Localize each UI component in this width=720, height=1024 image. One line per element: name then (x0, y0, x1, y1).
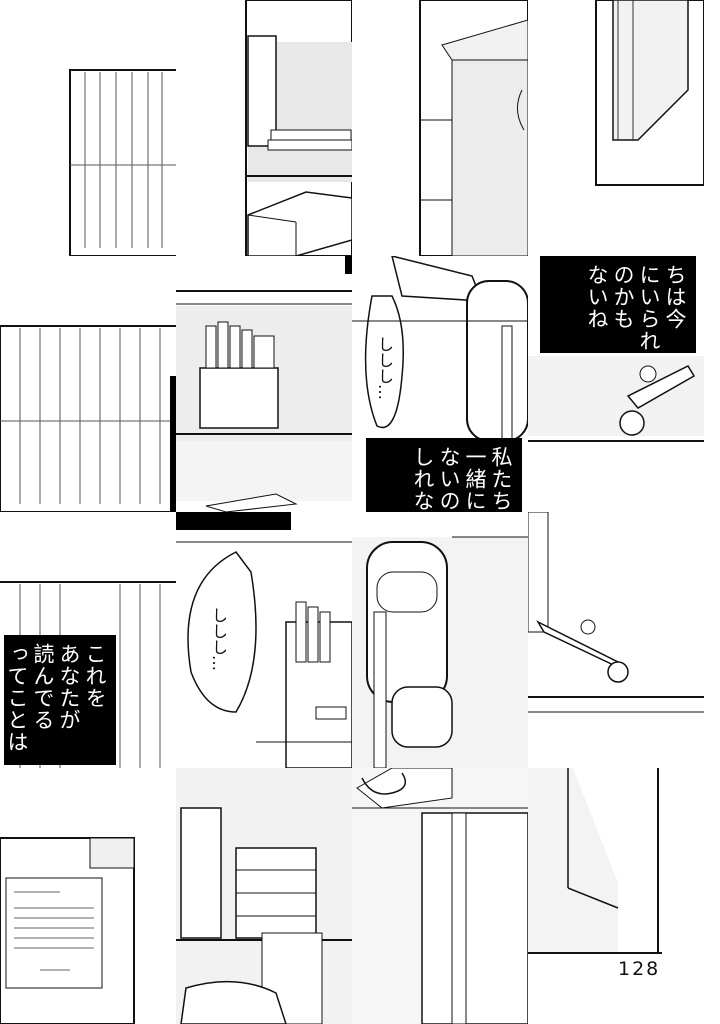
tile-shelf-folders: ししし… (176, 512, 352, 768)
narration-box-3: ちは今 にいられ のかも ないね (540, 256, 696, 353)
tile-desk-edge (352, 0, 528, 256)
narration-box-2: 私たち 一緒に ないの しれな (366, 438, 522, 512)
panel-border (345, 256, 352, 274)
tile-phone-desk (352, 768, 528, 1024)
tile-chair-base (528, 512, 704, 768)
tile-floor-corner (528, 768, 704, 1024)
tile-shelf-binders (176, 0, 352, 256)
page-number: 128 (618, 958, 661, 980)
tile-wall-panel-mid (0, 256, 176, 512)
tile-document-paper (0, 768, 176, 1024)
tile-shelf-drawers (176, 768, 352, 1024)
tile-cabinet-corner (528, 0, 704, 256)
sfx-whisper-1: ししし… (375, 336, 394, 400)
tile-wall-panel-top (0, 0, 176, 256)
tile-chair-seat (352, 512, 528, 768)
tile-shelf-file-box (176, 256, 352, 512)
narration-box-1: これを あなたが 読んでる ってことは (4, 635, 116, 765)
panel-border (170, 376, 176, 512)
sfx-whisper-2: ししし… (209, 607, 228, 671)
panel-border (176, 512, 291, 530)
